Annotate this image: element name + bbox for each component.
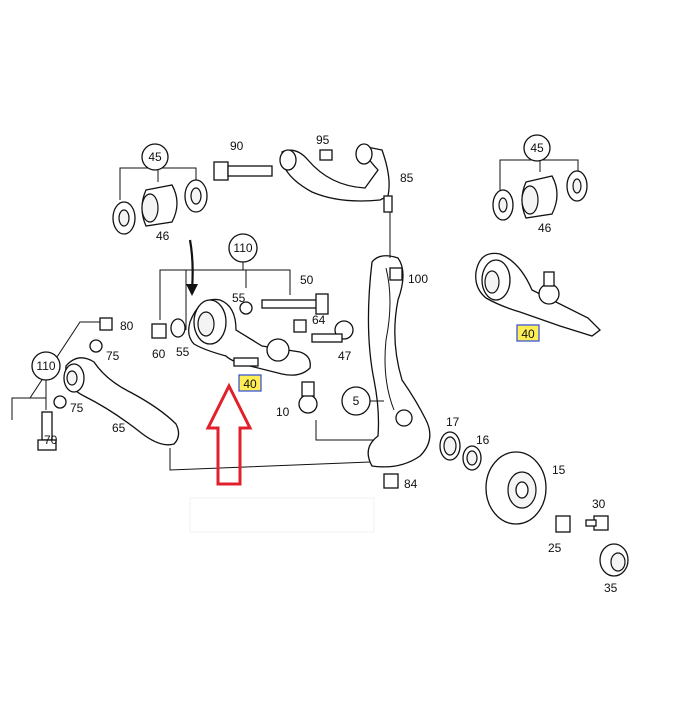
callout-bubble-45b bbox=[523, 134, 551, 162]
callout-35: 35 bbox=[604, 581, 618, 595]
callout-84: 84 bbox=[404, 477, 418, 491]
bolt-50 bbox=[261, 299, 319, 309]
nut-80 bbox=[99, 317, 113, 331]
parts-64-47: 64 47 bbox=[293, 313, 354, 363]
callout-40a: 40 bbox=[243, 377, 257, 391]
upper-arm-body bbox=[281, 145, 390, 202]
callout-95: 95 bbox=[316, 133, 330, 147]
callout-70: 70 bbox=[44, 433, 58, 447]
callout-10: 10 bbox=[276, 405, 290, 419]
callout-25: 25 bbox=[548, 541, 562, 555]
highlight-40b-box bbox=[516, 324, 540, 342]
callout-15: 15 bbox=[552, 463, 566, 477]
callout-55b: 55 bbox=[176, 345, 190, 359]
callout-75a: 75 bbox=[106, 349, 120, 363]
nut-100 bbox=[389, 267, 403, 281]
callout-45a: 45 bbox=[148, 150, 162, 164]
callout-46b: 46 bbox=[538, 221, 552, 235]
tie-arm-left: 110 80 75 75 70 65 bbox=[11, 317, 371, 471]
callout-65: 65 bbox=[112, 421, 126, 435]
knuckle-body bbox=[367, 255, 431, 468]
clip-25 bbox=[555, 515, 571, 533]
callout-110a: 110 bbox=[233, 241, 252, 255]
callout-40b: 40 bbox=[521, 327, 535, 341]
nut-84 bbox=[383, 473, 399, 489]
washer-75a bbox=[89, 339, 103, 353]
callout-90: 90 bbox=[230, 139, 244, 153]
washer-75b bbox=[53, 395, 67, 409]
callout-17: 17 bbox=[446, 415, 460, 429]
bolt-head-90 bbox=[213, 161, 229, 181]
ball-joint-center bbox=[266, 338, 290, 362]
callout-47: 47 bbox=[338, 349, 352, 363]
upper-control-arm: 95 85 bbox=[279, 133, 414, 213]
callout-46a: 46 bbox=[156, 229, 170, 243]
tie-arm-body bbox=[65, 357, 180, 446]
ball-joint-right bbox=[538, 283, 560, 305]
parts-10-5: 10 5 bbox=[276, 381, 384, 441]
nut-60 bbox=[151, 323, 167, 339]
callout-bubble-45a bbox=[141, 143, 169, 171]
callout-60: 60 bbox=[152, 347, 166, 361]
highlight-40a-box bbox=[238, 374, 262, 392]
callout-110b: 110 bbox=[36, 359, 55, 373]
washer-55b bbox=[170, 318, 186, 338]
ball-joint-10 bbox=[298, 394, 318, 414]
callout-64: 64 bbox=[312, 313, 326, 327]
callout-16: 16 bbox=[476, 433, 490, 447]
callout-5: 5 bbox=[353, 394, 360, 408]
blank-label-box bbox=[189, 497, 375, 533]
callout-75b: 75 bbox=[70, 401, 84, 415]
bushing-group-right: 45 46 bbox=[492, 134, 588, 235]
callout-45b: 45 bbox=[530, 141, 544, 155]
callout-50: 50 bbox=[300, 273, 314, 287]
callout-30: 30 bbox=[592, 497, 606, 511]
callout-85: 85 bbox=[400, 171, 414, 185]
bushing-group-left: 45 46 bbox=[112, 143, 208, 243]
lower-arm-center: 40 bbox=[188, 298, 311, 392]
hub-assembly: 17 16 15 bbox=[439, 415, 566, 525]
steering-knuckle: 100 bbox=[367, 212, 431, 468]
black-pointer-arrow bbox=[188, 239, 194, 291]
nut-64 bbox=[293, 319, 307, 333]
callout-100: 100 bbox=[408, 272, 428, 286]
callout-80: 80 bbox=[120, 319, 134, 333]
nut-95 bbox=[319, 149, 333, 161]
red-up-arrow-icon bbox=[205, 382, 253, 486]
washer-55a bbox=[239, 301, 253, 315]
lower-arm-right: 40 bbox=[475, 252, 601, 342]
callout-55a: 55 bbox=[232, 291, 246, 305]
bracket-group-110a: 110 50 55 55 60 bbox=[151, 233, 329, 361]
bolt-90: 90 bbox=[213, 139, 273, 181]
small-parts-bottom: 84 30 25 35 bbox=[383, 473, 629, 595]
